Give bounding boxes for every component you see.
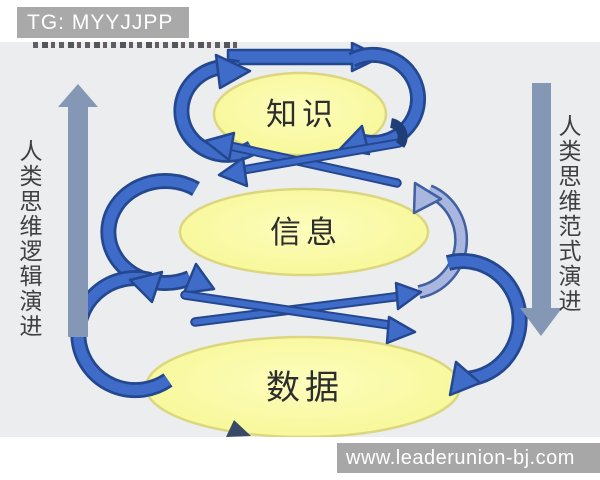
information-ellipse (178, 187, 430, 277)
right-axis-label: 人类思维范式演进 (555, 114, 581, 314)
cross-arrow-knowledge-info-lower-icon (217, 118, 408, 188)
data-cycle-arrow-right-icon (445, 253, 528, 397)
node-knowledge (212, 71, 388, 157)
diagram-canvas: 知识 信息 数据 (58, 42, 562, 437)
tg-watermark-badge: TG: MYYJJPP (17, 7, 190, 38)
knowledge-label: 知识 (266, 97, 338, 132)
left-axis-label: 人类思维逻辑演进 (16, 139, 42, 339)
clipped-bottom-arrow-icon (226, 420, 251, 437)
cross-arrow-info-data-lower-icon (180, 290, 417, 345)
data-cycle-arrow-left-icon (70, 270, 173, 399)
left-up-evolution-arrow-icon (58, 84, 98, 337)
site-watermark-badge: www.leaderunion-bj.com (337, 443, 600, 473)
node-information (178, 187, 430, 277)
information-cycle-arrow-right-icon (412, 181, 469, 299)
cross-arrow-knowledge-info-upper-icon (203, 131, 402, 188)
top-right-flow-arrow-icon (226, 42, 383, 73)
information-label: 信息 (270, 215, 342, 250)
data-label: 数据 (266, 369, 344, 407)
cropped-text-remnant (33, 42, 238, 48)
knowledge-ellipse (212, 71, 388, 157)
right-down-evolution-arrow-icon (520, 83, 562, 336)
dikw-diagram: 知识 信息 数据 人类思维逻辑演进 人类思维范式演进 (0, 42, 600, 437)
